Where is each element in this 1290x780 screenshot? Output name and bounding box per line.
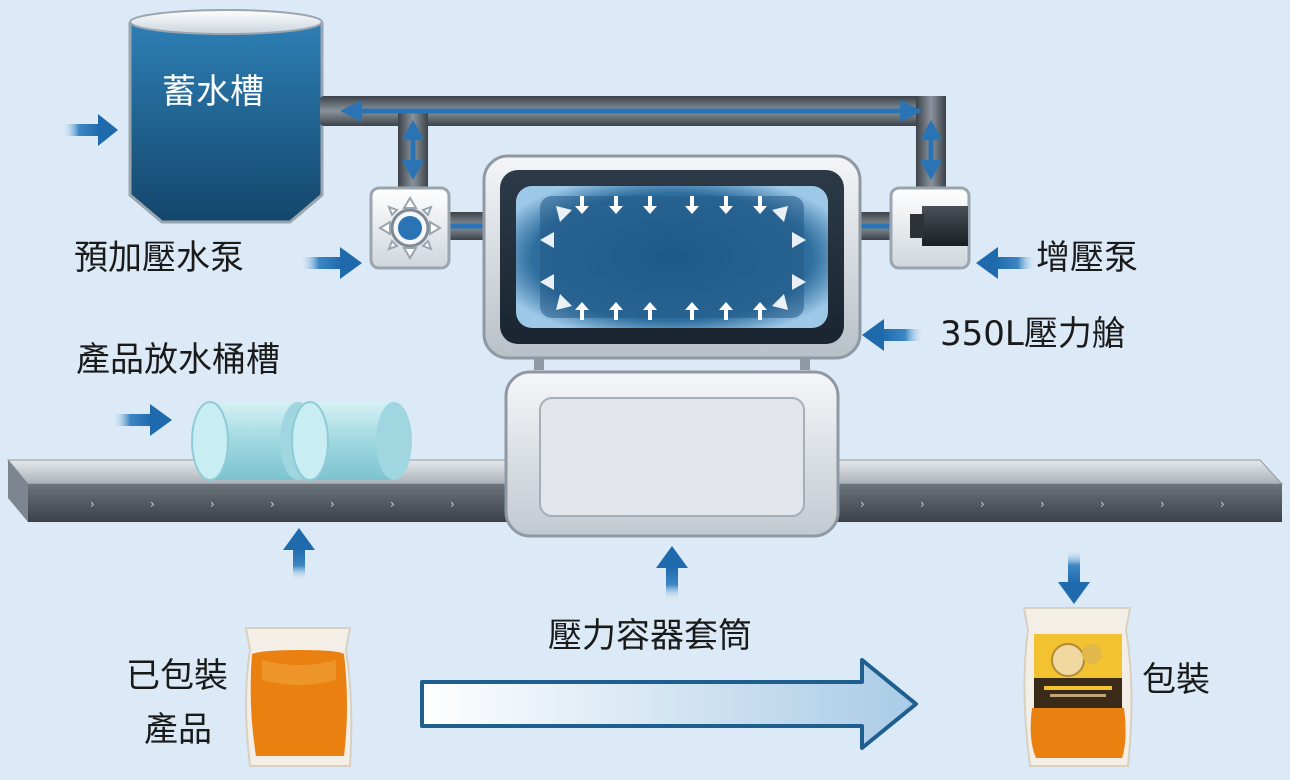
reservoir-label: 蓄水槽 (162, 72, 264, 112)
svg-text:›: › (330, 497, 335, 511)
svg-text:›: › (920, 497, 925, 511)
juice-pouch-icon (244, 627, 353, 767)
pressure-chamber (482, 154, 862, 370)
booster-pump (889, 186, 971, 270)
svg-text:›: › (860, 497, 865, 511)
reservoir-tank (128, 9, 324, 224)
svg-text:›: › (1160, 497, 1165, 511)
barrel-cylinders (191, 401, 412, 481)
svg-text:›: › (270, 497, 275, 511)
sun-pump-icon (378, 196, 442, 260)
svg-text:›: › (90, 497, 95, 511)
pre-pump-label: 預加壓水泵 (74, 238, 244, 278)
barrel-tank-label: 產品放水桶槽 (76, 340, 280, 380)
pressure-vessel-sleeve (504, 370, 840, 538)
svg-text:›: › (150, 497, 155, 511)
chamber-label: 350L壓力艙 (940, 314, 1126, 354)
svg-text:›: › (980, 497, 985, 511)
svg-text:›: › (1040, 497, 1045, 511)
svg-text:›: › (1220, 497, 1225, 511)
sleeve-label: 壓力容器套筒 (548, 616, 752, 656)
booster-pump-label: 增壓泵 (1036, 238, 1138, 278)
svg-text:›: › (450, 497, 455, 511)
svg-text:›: › (1100, 497, 1105, 511)
flow-arrow-left-icon (340, 100, 362, 122)
svg-text:›: › (210, 497, 215, 511)
pre-pump (369, 186, 451, 270)
blue-arrow-icon (62, 114, 1090, 604)
svg-text:›: › (390, 497, 395, 511)
packaging-label: 包裝 (1142, 660, 1210, 700)
packaged-product-label-1: 已包裝 (126, 656, 228, 696)
packaged-product-label-2: 產品 (144, 710, 212, 750)
pressure-arrows (540, 196, 806, 320)
flow-arrow-right-icon (900, 100, 922, 122)
packaged-pouch-icon (1022, 607, 1133, 767)
process-arrow-icon (420, 658, 918, 750)
pipe-loop (320, 96, 946, 192)
